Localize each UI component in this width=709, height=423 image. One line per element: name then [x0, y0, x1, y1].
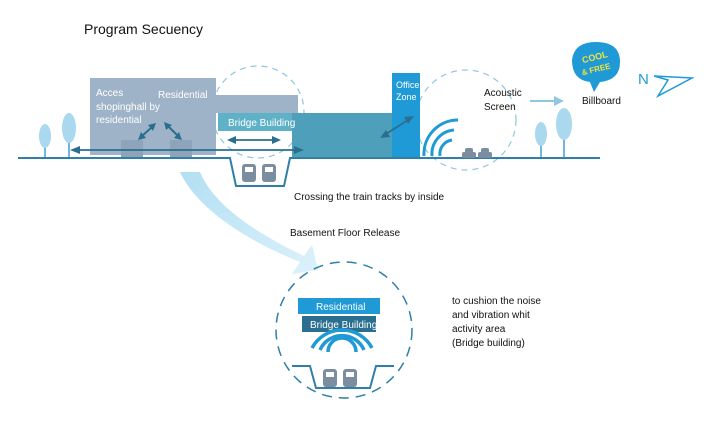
basement-label: Basement Floor Release — [290, 228, 400, 239]
cool-free-bubble: COOL & FREE — [572, 42, 620, 92]
note-line-1: to cushion the noise — [452, 296, 541, 307]
detail-waves — [310, 328, 374, 353]
note-line-3: activity area — [452, 324, 506, 335]
north-arrow-icon — [653, 75, 695, 98]
residential-label: Residential — [158, 90, 207, 101]
support-column-right — [170, 140, 192, 158]
trains-detail — [323, 369, 357, 387]
swoosh-arrow — [180, 172, 318, 274]
acces-label-2: shopinghall by — [96, 102, 160, 113]
trains-top — [242, 164, 276, 182]
horizontal-arrows — [70, 116, 414, 154]
billboard-arrow — [530, 96, 564, 106]
cars — [462, 148, 492, 158]
note-line-4: (Bridge building) — [452, 338, 525, 349]
office-zone-label-2: Zone — [396, 92, 417, 102]
note-line-2: and vibration whit — [452, 310, 530, 321]
office-zone-label-1: Office — [396, 80, 419, 90]
north-label: N — [638, 71, 649, 88]
billboard-label: Billboard — [582, 96, 621, 107]
trees-left — [39, 113, 76, 158]
crossing-label: Crossing the train tracks by inside — [294, 192, 445, 203]
detail-dashed-circle — [275, 261, 413, 399]
acces-residential-block — [90, 78, 216, 155]
acoustic-label-2: Screen — [484, 102, 516, 113]
detail-bridge-label: Bridge Building — [310, 320, 377, 331]
teal-mass-block — [292, 113, 392, 159]
acoustic-label-1: Acoustic — [484, 88, 522, 99]
trees-right — [535, 108, 572, 158]
support-column-left — [121, 140, 143, 158]
bridge-building-label: Bridge Building — [228, 118, 295, 129]
acces-diagonal-arrows — [138, 122, 182, 140]
acoustic-waves — [422, 118, 459, 157]
acces-label-1: Acces — [96, 88, 123, 99]
office-zone-block — [392, 73, 420, 159]
detail-ground-line — [292, 365, 394, 389]
upper-bridge-block — [214, 95, 298, 113]
detail-residential-block — [298, 298, 380, 314]
ground-line — [18, 157, 600, 187]
detail-bridge-block — [302, 316, 376, 332]
acces-label-3: residential — [96, 115, 142, 126]
detail-residential-label: Residential — [316, 302, 365, 313]
diagram-title: Program Secuency — [84, 21, 203, 37]
bridge-building-block — [218, 113, 292, 131]
